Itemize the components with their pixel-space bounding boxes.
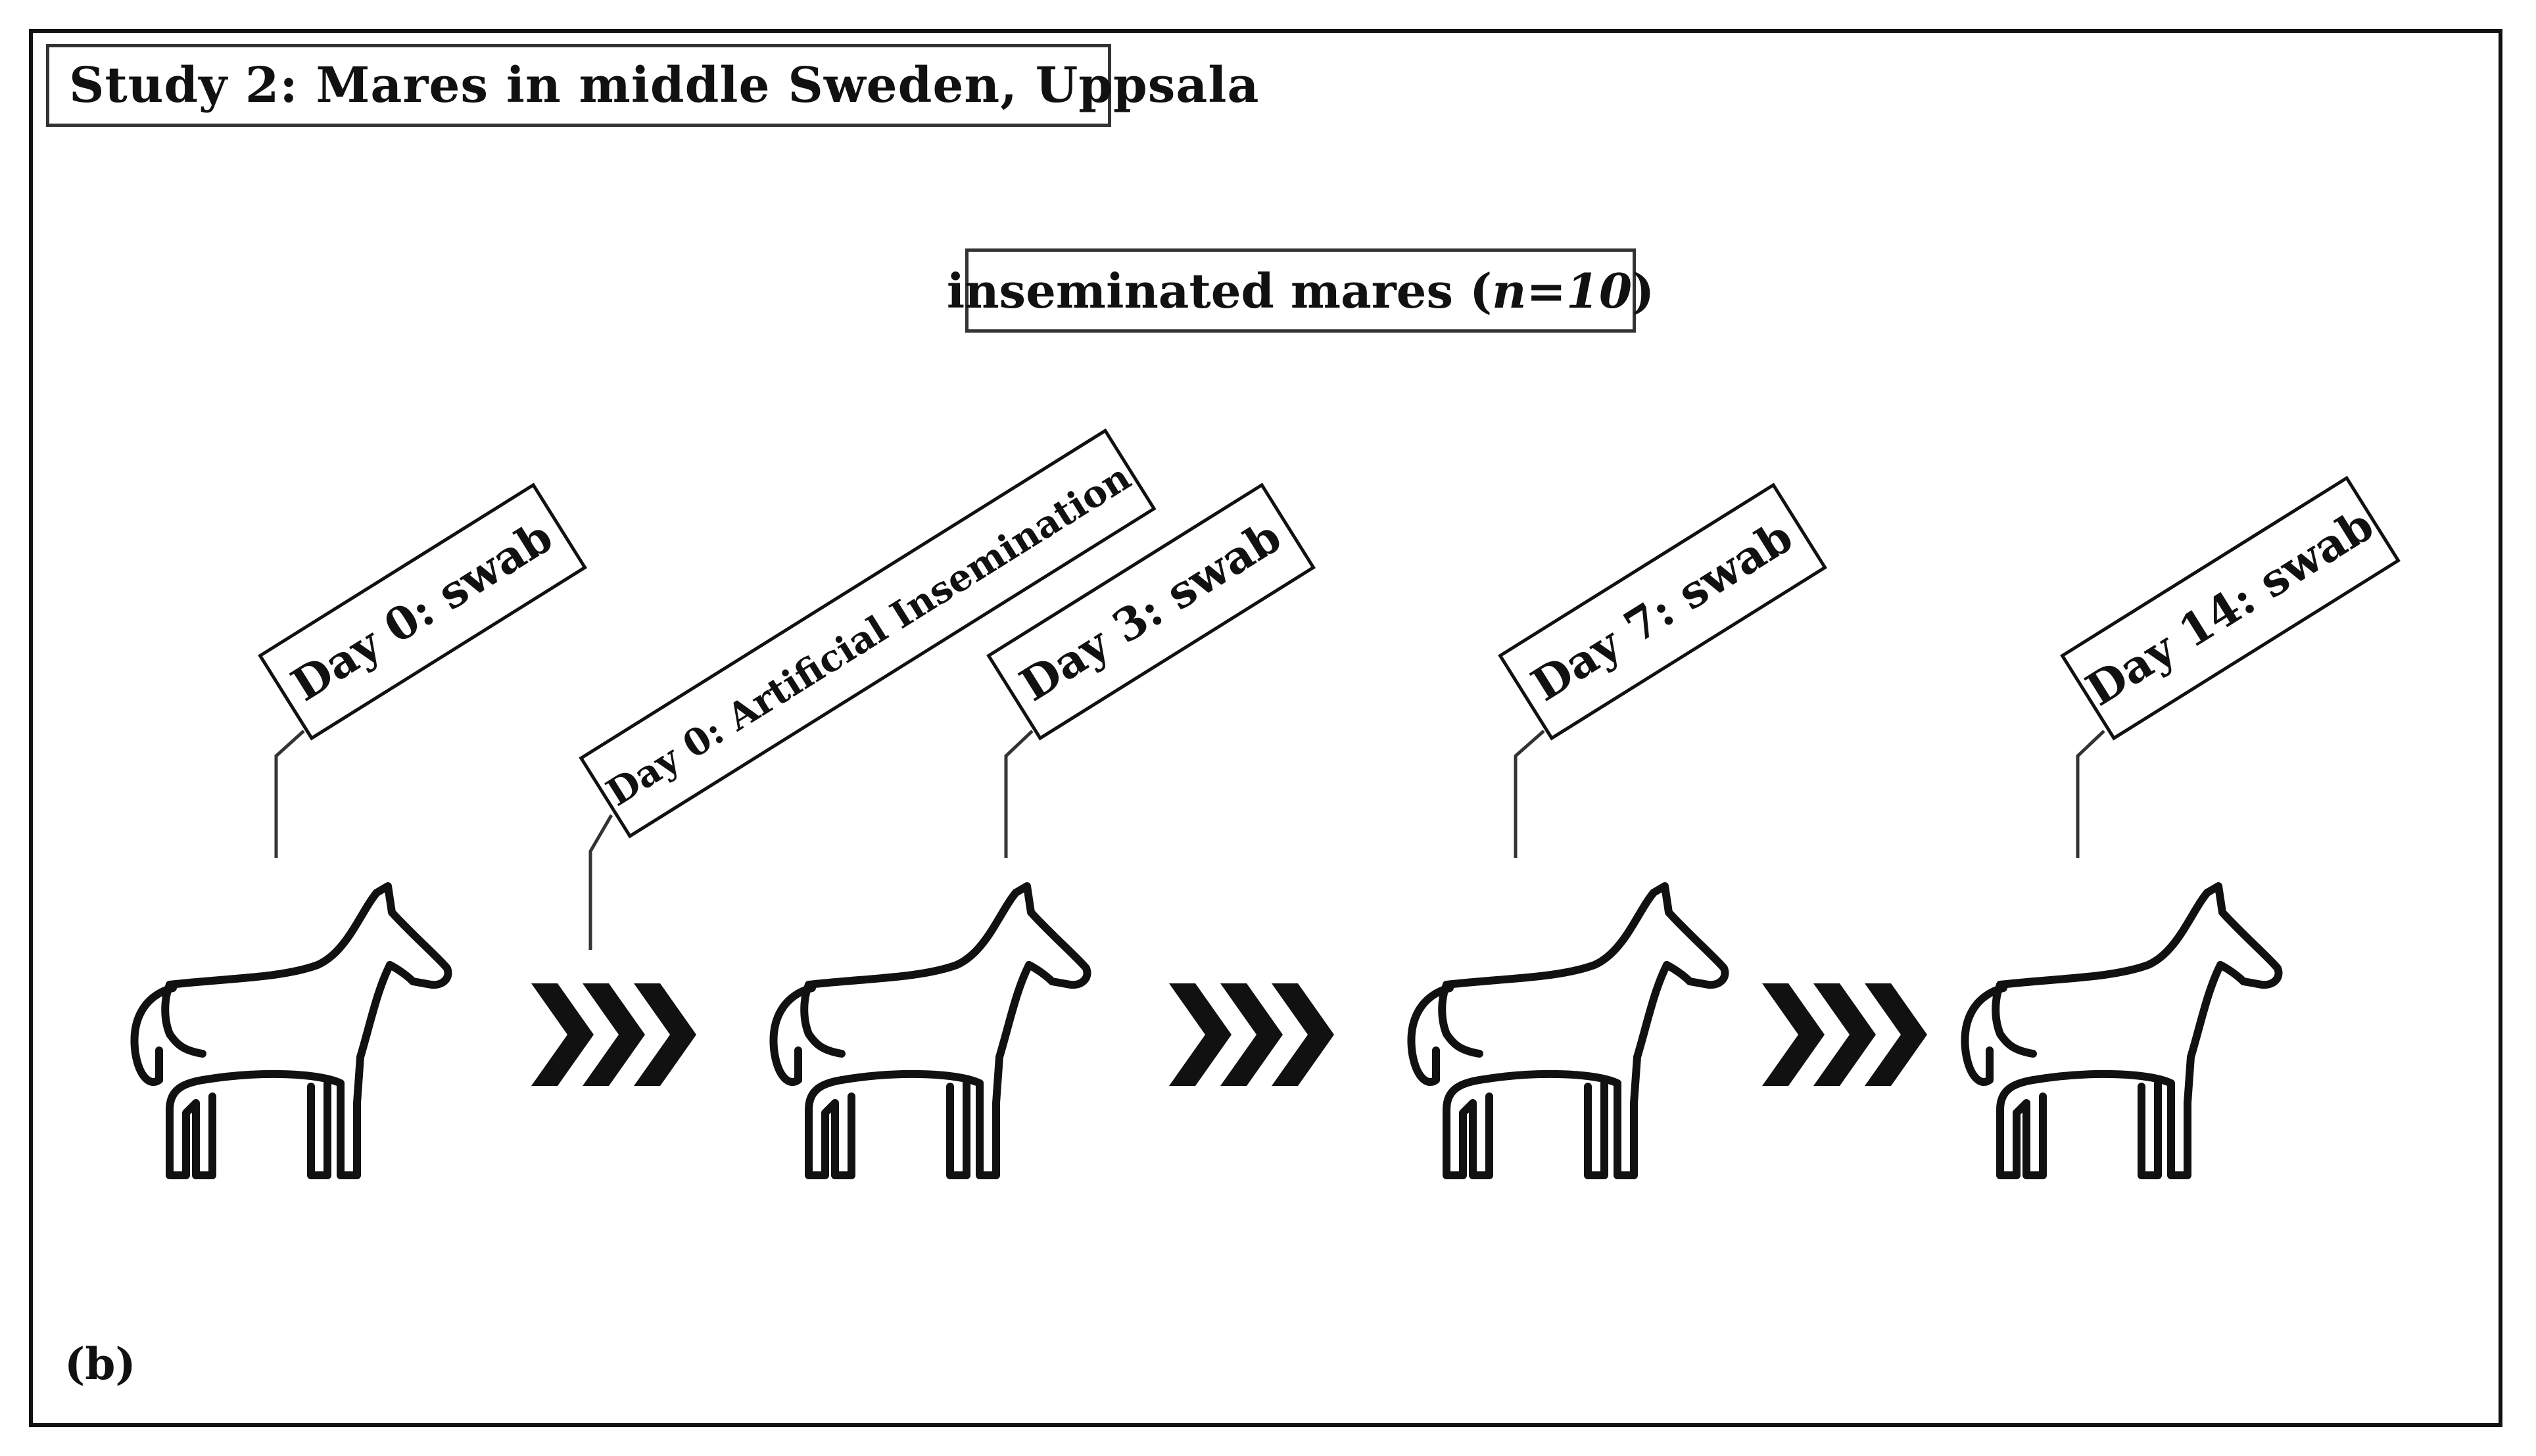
callout-text: Day 0: swab bbox=[283, 510, 562, 712]
study-title: Study 2: Mares in middle Sweden, Uppsala bbox=[46, 44, 1258, 127]
group-suffix: ) bbox=[1632, 262, 1655, 319]
callout-text: Day 7: swab bbox=[1523, 510, 1802, 712]
horse-icon bbox=[774, 886, 1088, 1175]
group-equals: = bbox=[1526, 262, 1566, 319]
leader-line bbox=[588, 814, 613, 950]
group-n-value: 10 bbox=[1566, 262, 1633, 319]
callout-day14-swab: Day 14: swab bbox=[2060, 475, 2401, 741]
panel-label: (b) bbox=[64, 1338, 136, 1390]
group-n-var: n bbox=[1492, 262, 1527, 319]
leader-line bbox=[1514, 730, 1545, 858]
chevrons-right-icon bbox=[531, 983, 696, 1086]
callout-day7-swab: Day 7: swab bbox=[1498, 482, 1827, 741]
callout-text: Day 14: swab bbox=[2077, 498, 2383, 716]
horse-icon bbox=[1412, 886, 1725, 1175]
chevrons-right-icon bbox=[1169, 983, 1334, 1086]
figure-frame bbox=[29, 29, 2502, 1427]
callout-day0-swab: Day 0: swab bbox=[258, 482, 587, 741]
horse-icon bbox=[1965, 886, 2279, 1175]
chevrons-right-icon bbox=[1762, 983, 1927, 1086]
leader-line bbox=[2076, 730, 2105, 858]
leader-line bbox=[274, 730, 305, 858]
group-label: inseminated mares (n = 10) bbox=[947, 248, 1654, 333]
horse-icon bbox=[135, 886, 448, 1175]
study-title-text: Study 2: Mares in middle Sweden, Uppsala bbox=[69, 57, 1260, 114]
leader-line bbox=[1004, 730, 1034, 858]
group-prefix: inseminated mares ( bbox=[946, 262, 1493, 319]
